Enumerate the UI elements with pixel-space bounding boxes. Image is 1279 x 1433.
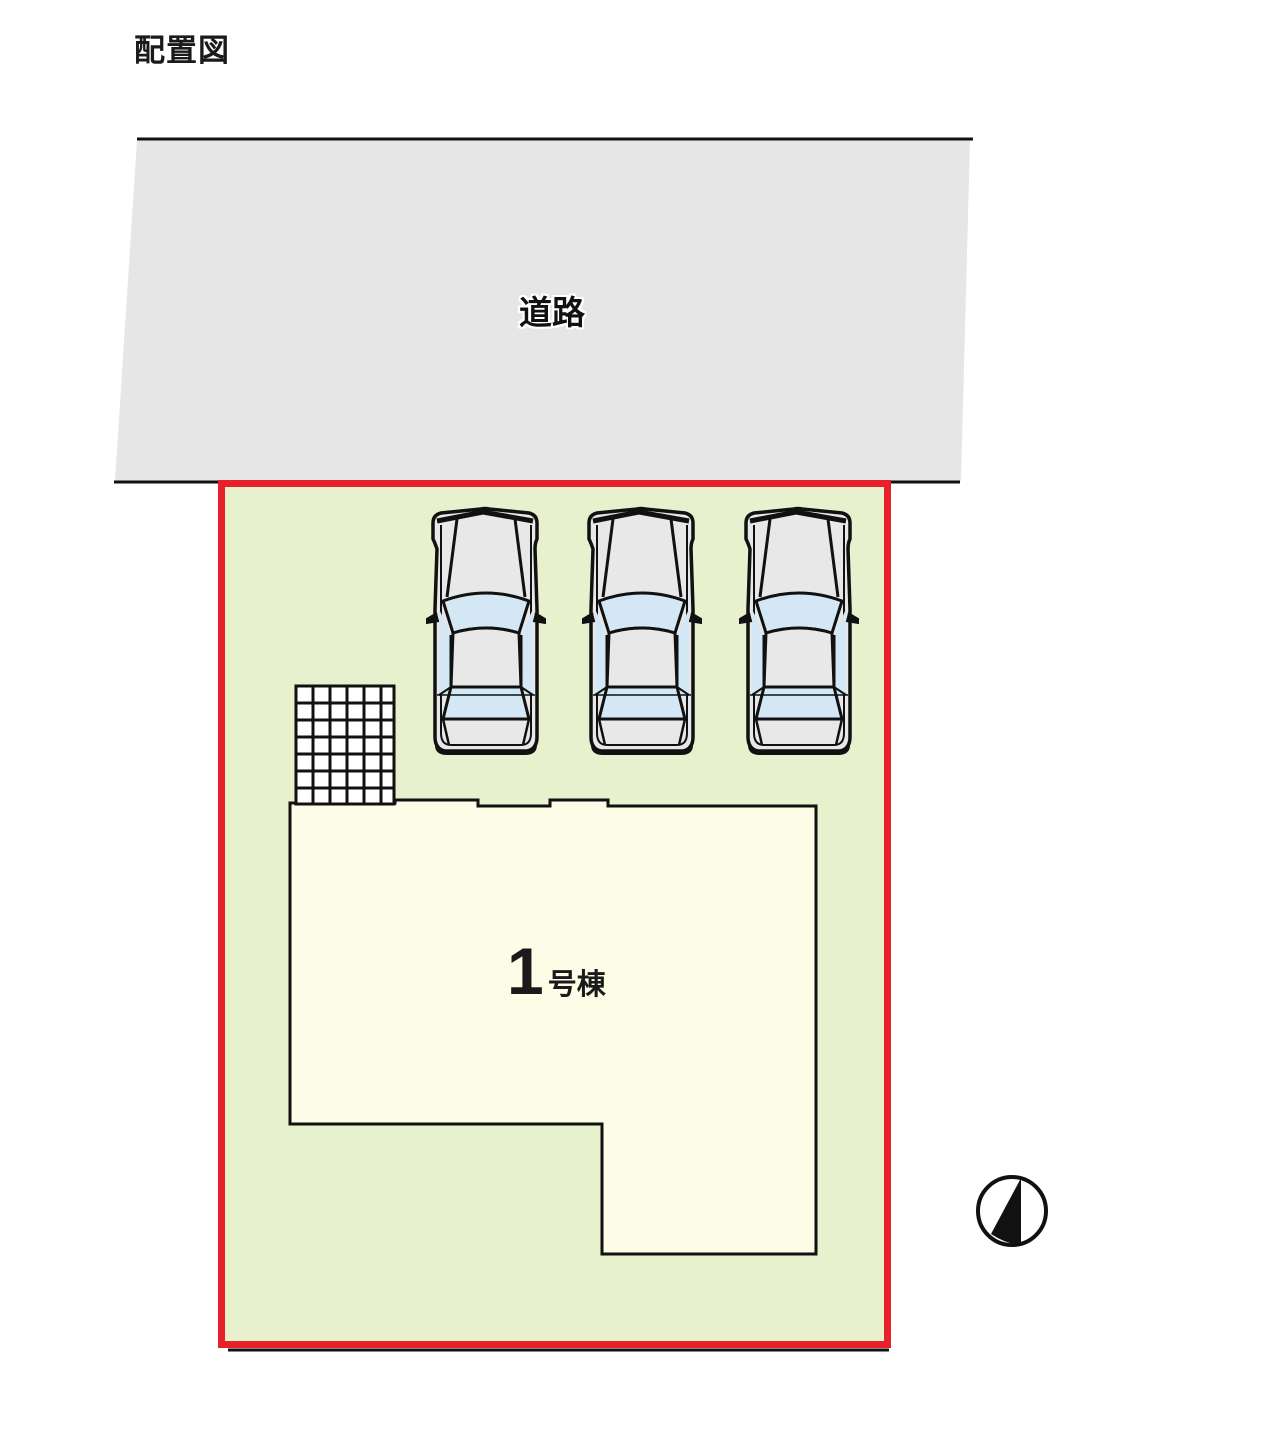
north-arrow-icon [976, 1175, 1048, 1247]
parking-car-1 [427, 509, 545, 754]
building-number: 1 [507, 934, 544, 1008]
building-suffix: 号棟 [547, 967, 606, 1001]
page-title: 配置図 [134, 33, 230, 69]
parking-car-3 [740, 509, 858, 754]
parking-car-2 [583, 509, 701, 754]
storage-grid [294, 684, 396, 806]
road-label: 道路 [519, 293, 585, 332]
building [288, 798, 818, 1256]
